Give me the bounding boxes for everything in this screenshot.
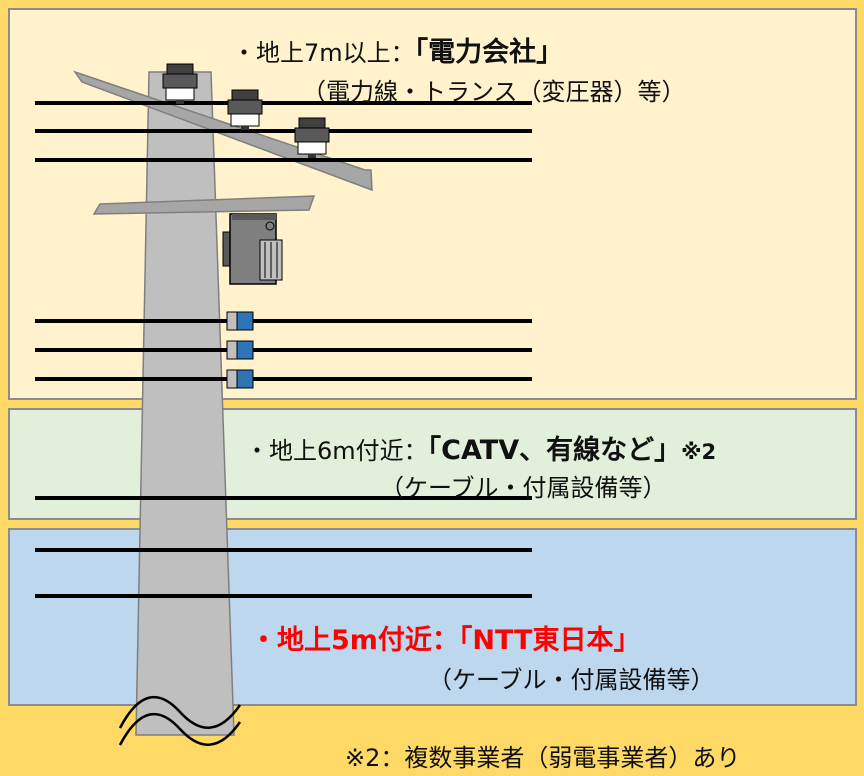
ntt-zone-label: ・地上5m付近：「NTT東日本」 xyxy=(250,625,641,656)
transformer-icon xyxy=(222,213,283,285)
catv-zone-height: ・地上6m付近： xyxy=(245,437,428,465)
cable-clamp-icon xyxy=(226,340,254,360)
footnote: ※2：複数事業者（弱電事業者）あり xyxy=(345,744,741,772)
break-mark-icon xyxy=(118,712,242,746)
insulator-icon xyxy=(162,63,198,104)
catv-zone-detail: （ケーブル・付属設備等） xyxy=(380,474,667,502)
power-zone-height: ・地上7m以上： xyxy=(232,39,415,67)
power-zone-detail: （電力線・トランス（変圧器）等） xyxy=(302,78,686,106)
insulator-icon xyxy=(294,117,330,158)
catv-footnote-mark: ※2 xyxy=(681,440,717,464)
cable-clamp-icon xyxy=(226,369,254,389)
cable-clamp-icon xyxy=(226,311,254,331)
power-zone-label: ・地上7m以上：「電力会社」 xyxy=(232,30,563,69)
catv-zone-label: ・地上6m付近：「CATV、有線など」※2 xyxy=(245,428,716,467)
utility-pole xyxy=(135,71,235,736)
insulator-icon xyxy=(227,89,263,130)
lower-crossarm xyxy=(92,195,316,215)
ntt-zone-detail: （ケーブル・付属設備等） xyxy=(428,666,715,694)
break-mark-icon xyxy=(118,695,242,729)
catv-company-name: 「CATV、有線など」 xyxy=(427,435,682,466)
power-company-name: 「電力会社」 xyxy=(414,37,564,68)
